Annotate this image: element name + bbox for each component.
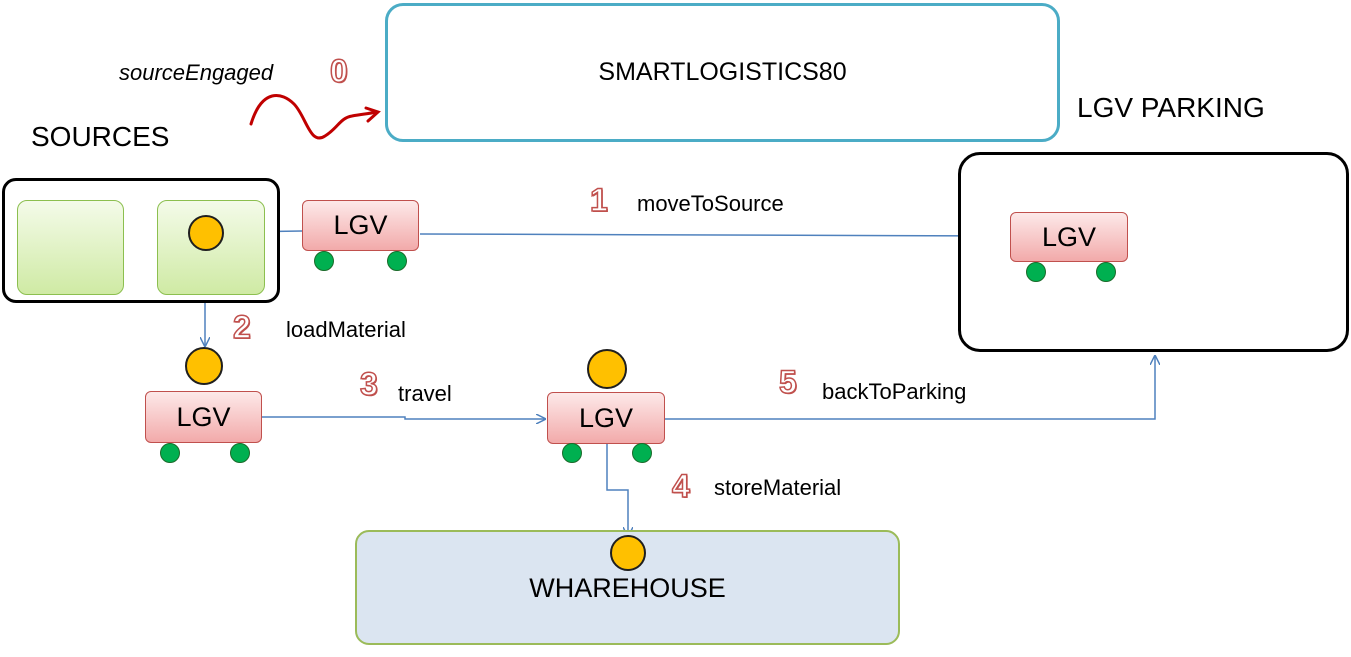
step-2-label: loadMaterial: [286, 317, 406, 342]
wheel: [1096, 262, 1116, 282]
lgv-parked: LGV: [1010, 212, 1128, 262]
material-in-transit: [587, 349, 627, 389]
wheel: [387, 251, 407, 271]
arrow-travel: [262, 417, 545, 419]
lgv-label: LGV: [1041, 221, 1097, 252]
step-5-label: backToParking: [822, 379, 967, 404]
source-engaged-squiggle: [249, 94, 378, 140]
sources-area: [2, 178, 280, 303]
lgv-label: LGV: [176, 401, 231, 432]
step-3-label: travel: [398, 381, 452, 406]
material-at-warehouse: [610, 535, 646, 571]
step-0-number: 0: [329, 52, 348, 90]
step-2-number: 2: [232, 308, 251, 346]
source-slot-1: [17, 200, 124, 295]
lgv-label: LGV: [578, 402, 634, 433]
arrow-parking-to-lgv: [419, 233, 1011, 237]
lgv-to-source: LGV: [302, 200, 419, 251]
wheel: [1026, 262, 1046, 282]
step-4-label: storeMaterial: [714, 475, 842, 500]
lgv-label: LGV: [333, 210, 388, 240]
lgv-at-warehouse: LGV: [547, 392, 665, 444]
step-1-label: moveToSource: [637, 191, 784, 216]
step-1-number: 1: [589, 181, 608, 219]
controller-label: SMARTLOGISTICS80: [598, 58, 847, 86]
step-3-number: 3: [359, 365, 378, 403]
arrow-store-material: [606, 444, 628, 536]
wheel: [632, 443, 652, 463]
wheel: [314, 251, 334, 271]
wheel: [562, 443, 582, 463]
step-0-label: sourceEngaged: [119, 60, 274, 85]
material-loaded: [185, 347, 223, 385]
smartlogistics-controller: SMARTLOGISTICS80: [385, 3, 1060, 142]
squiggle-arrowhead: [364, 106, 381, 123]
lgv-loaded: LGV: [145, 391, 262, 443]
material-at-source: [188, 215, 224, 251]
step-5-number: 5: [778, 363, 797, 401]
parking-title: LGV PARKING: [1077, 92, 1265, 123]
arrow-back-to-parking: [665, 356, 1155, 420]
wheel: [160, 443, 180, 463]
sources-title: SOURCES: [31, 121, 170, 152]
step-4-number: 4: [671, 467, 690, 505]
wheel: [230, 443, 250, 463]
warehouse-label: WHAREHOUSE: [529, 573, 726, 603]
